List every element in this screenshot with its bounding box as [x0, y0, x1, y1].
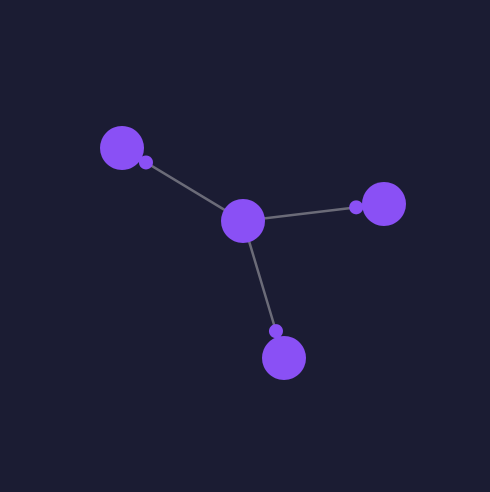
edge-handle-upper-left[interactable] [138, 155, 153, 170]
edges-layer [144, 161, 358, 333]
node-center[interactable] [221, 199, 265, 243]
node-bottom[interactable] [262, 336, 306, 380]
edge-handle-right[interactable] [349, 200, 364, 215]
node-right[interactable] [362, 182, 406, 226]
node-upper-left[interactable] [100, 126, 144, 170]
nodes-layer [100, 126, 406, 380]
edge-handle-bottom[interactable] [268, 324, 283, 339]
